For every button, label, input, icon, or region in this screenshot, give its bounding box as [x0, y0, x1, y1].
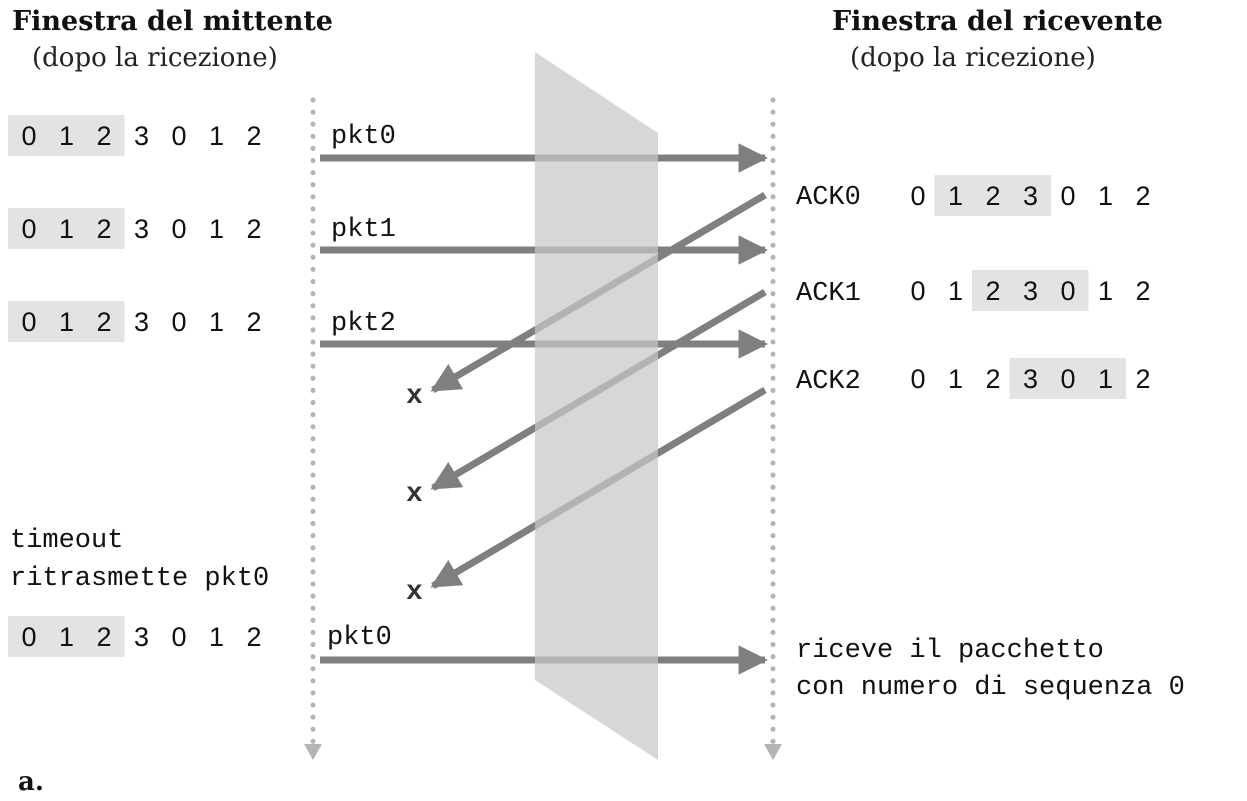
window-highlight: [8, 208, 125, 249]
label-ack0: ACK0: [796, 183, 861, 213]
sequence-number: 2: [985, 181, 1000, 211]
sequence-number: 0: [171, 121, 186, 151]
sequence-number: 2: [1135, 364, 1150, 394]
sequence-number: 1: [1098, 364, 1113, 394]
sequence-number: 1: [209, 214, 224, 244]
window-highlight: [972, 270, 1089, 311]
sequence-number: 1: [59, 121, 74, 151]
sequence-number: 3: [134, 622, 149, 652]
window-highlight: [934, 175, 1051, 216]
sequence-number: 2: [246, 121, 261, 151]
sequence-number: 3: [134, 214, 149, 244]
sequence-number: 1: [1098, 181, 1113, 211]
receive-label-line1: riceve il pacchetto: [796, 636, 1104, 666]
sequence-number: 0: [21, 121, 36, 151]
label-ack1: ACK1: [796, 279, 861, 309]
sequence-number: 3: [1023, 276, 1038, 306]
sequence-number: 0: [171, 307, 186, 337]
sequence-number: 3: [1023, 364, 1038, 394]
sequence-number: 2: [985, 364, 1000, 394]
sequence-number: 0: [910, 276, 925, 306]
label-ack2: ACK2: [796, 367, 861, 397]
sequence-number: 3: [1023, 181, 1038, 211]
timeout-label: timeout: [10, 526, 123, 556]
sequence-number: 3: [134, 121, 149, 151]
sequence-number: 1: [59, 307, 74, 337]
sequence-number: 2: [246, 307, 261, 337]
sequence-number: 0: [1060, 181, 1075, 211]
sequence-number: 3: [134, 307, 149, 337]
window-highlight: [1009, 358, 1126, 399]
sequence-number: 1: [209, 121, 224, 151]
sequence-number: 0: [1060, 276, 1075, 306]
sequence-number: 1: [948, 364, 963, 394]
label-pkt0-retransmit: pkt0: [327, 623, 392, 653]
sequence-number: 2: [1135, 276, 1150, 306]
lost-marker-ack0: x: [406, 381, 423, 412]
window-highlight: [8, 115, 125, 156]
channel-curtain: [535, 52, 658, 760]
window-highlight: [8, 301, 125, 342]
sequence-number: 0: [21, 622, 36, 652]
label-pkt2: pkt2: [331, 309, 396, 339]
sequence-number: 2: [96, 307, 111, 337]
sequence-number: 1: [948, 276, 963, 306]
retransmit-label: ritrasmette pkt0: [10, 564, 269, 594]
figure-caption: a.: [18, 767, 44, 797]
label-pkt1: pkt1: [331, 215, 396, 245]
sequence-number: 2: [985, 276, 1000, 306]
sequence-number: 1: [948, 181, 963, 211]
sequence-number: 0: [1060, 364, 1075, 394]
sequence-number: 0: [171, 214, 186, 244]
window-highlight: [8, 616, 125, 657]
sender-subtitle: (dopo la ricezione): [32, 43, 278, 73]
sequence-number: 1: [209, 622, 224, 652]
receiver-timeline-arrowhead: [764, 744, 782, 760]
lost-marker-ack1: x: [406, 479, 423, 510]
receiver-subtitle: (dopo la ricezione): [850, 43, 1096, 73]
sequence-number: 2: [1135, 181, 1150, 211]
sequence-number: 0: [910, 181, 925, 211]
sender-timeline-arrowhead: [304, 744, 322, 760]
label-pkt0: pkt0: [331, 122, 396, 152]
sequence-number: 1: [209, 307, 224, 337]
sequence-number: 2: [96, 214, 111, 244]
sequence-number: 1: [59, 214, 74, 244]
sender-title: Finestra del mittente: [12, 6, 333, 37]
sequence-number: 0: [910, 364, 925, 394]
sequence-number: 2: [246, 214, 261, 244]
receive-label-line2: con numero di sequenza 0: [796, 673, 1185, 703]
sequence-number: 0: [171, 622, 186, 652]
sequence-number: 0: [21, 214, 36, 244]
sequence-number: 2: [96, 622, 111, 652]
sequence-number: 1: [59, 622, 74, 652]
sequence-number: 0: [21, 307, 36, 337]
sequence-number: 2: [96, 121, 111, 151]
receiver-title: Finestra del ricevente: [832, 6, 1163, 37]
sequence-number: 2: [246, 622, 261, 652]
lost-marker-ack2: x: [406, 577, 423, 608]
sequence-number: 1: [1098, 276, 1113, 306]
